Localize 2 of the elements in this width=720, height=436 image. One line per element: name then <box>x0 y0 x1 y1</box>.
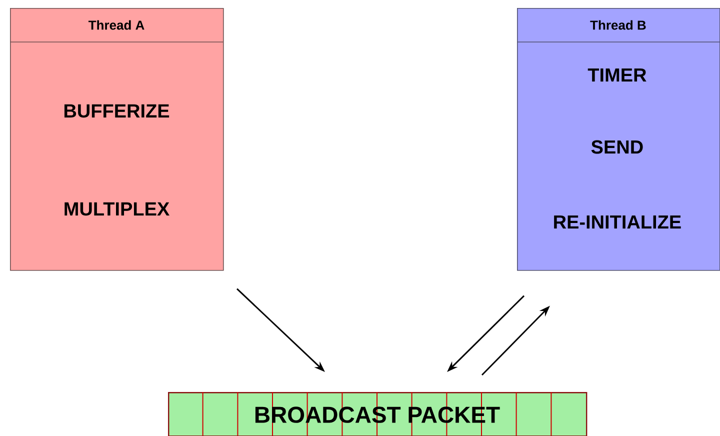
thread-box: Thread A BUFFERIZE MULTIPLEX <box>10 8 224 271</box>
thread-box: Thread B TIMER SEND RE-INITIALIZE <box>516 8 720 271</box>
